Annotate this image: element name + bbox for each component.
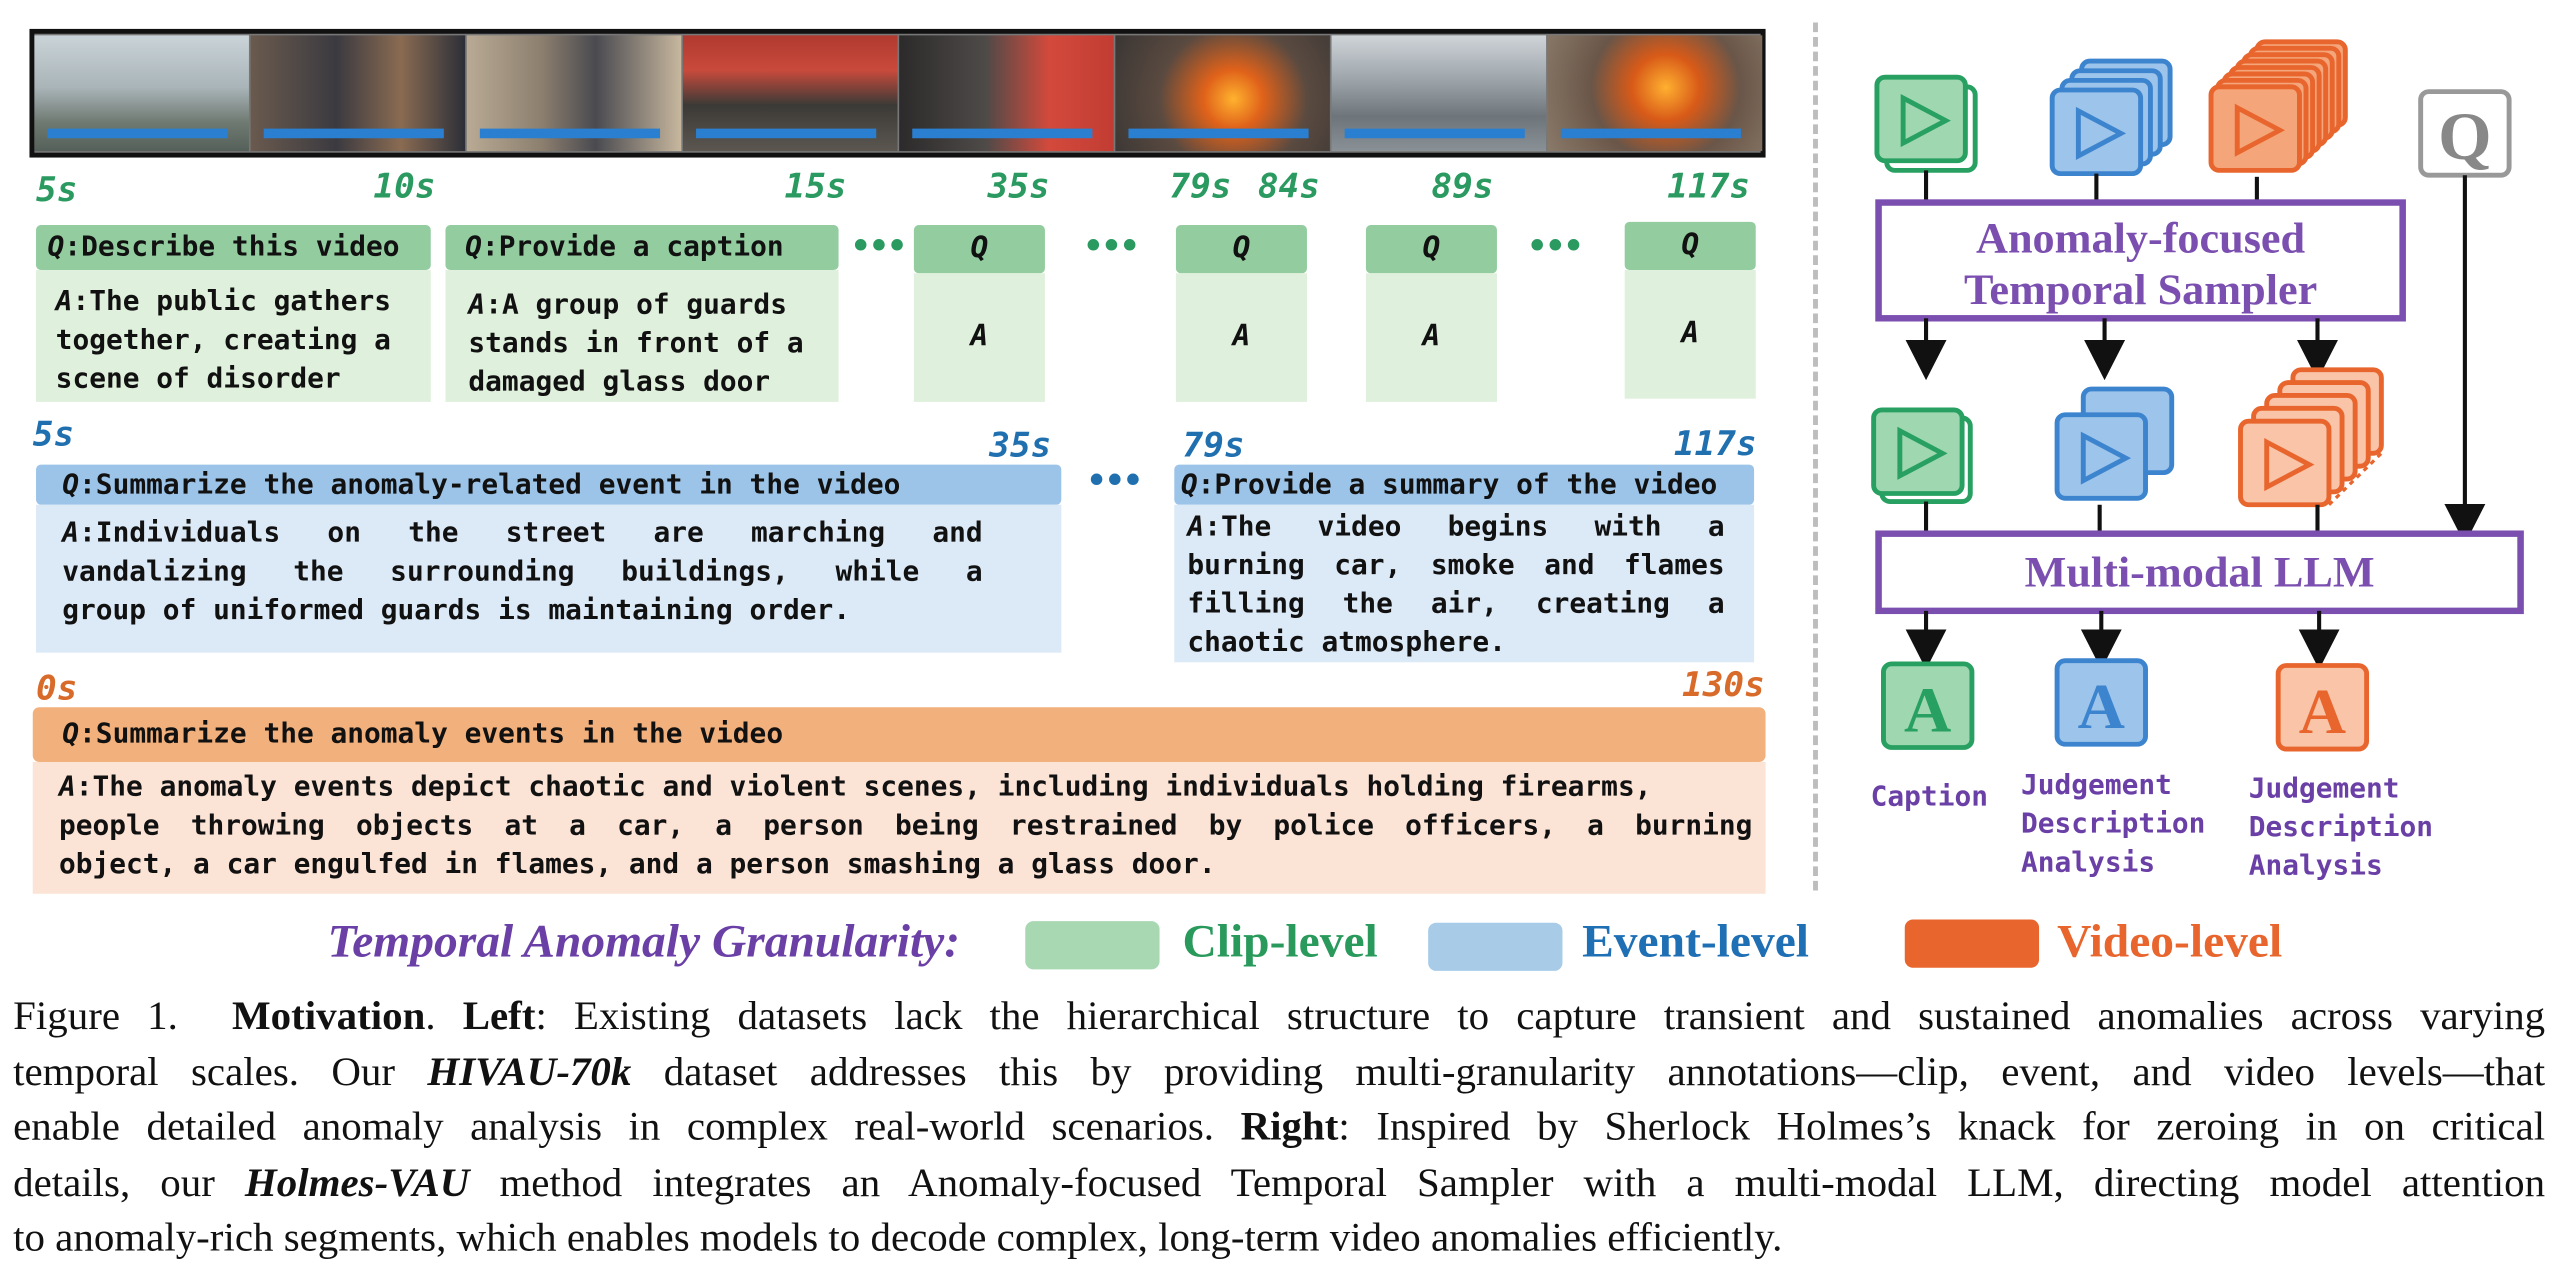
video-play-icon-input — [2208, 39, 2348, 173]
clip-qa-89s: Q A — [1365, 225, 1497, 402]
svg-text:A: A — [2299, 677, 2346, 748]
event-ellipsis: ••• — [1089, 456, 1144, 504]
svg-text:Q: Q — [2438, 99, 2492, 174]
output-label-video-1: Judgement — [2249, 772, 2400, 805]
legend-swatch-event — [1428, 922, 1563, 971]
legend-title: Temporal Anomaly Granularity: — [327, 916, 961, 968]
clip-play-icon-sampled — [1871, 407, 1973, 504]
video-frame-4 — [682, 35, 898, 152]
clip-time-79s: 79s — [1169, 167, 1232, 206]
event-play-icon-input — [2049, 58, 2173, 177]
svg-text:Anomaly-focused: Anomaly-focused — [1976, 215, 2305, 263]
output-label-event-1: Judgement — [2021, 768, 2172, 801]
output-label-event-3: Analysis — [2021, 846, 2155, 879]
legend-label-event: Event-level — [1582, 916, 1809, 968]
legend-swatch-clip — [1025, 921, 1160, 970]
clip-time-84s: 84s — [1257, 167, 1320, 206]
event-play-icon-sampled — [2054, 386, 2175, 501]
svg-text:A: A — [1904, 675, 1951, 746]
video-frame-7 — [1331, 35, 1547, 152]
clip-question-1: Q:Describe this video — [36, 225, 431, 271]
legend-swatch-video — [1904, 919, 2040, 968]
clip-answer-2: A:A group of guards stands in front of a… — [445, 270, 839, 402]
clip-time-10s: 10s — [373, 167, 436, 206]
clip-qa-79s: Q A — [1175, 225, 1307, 402]
event-time-35s: 35s — [989, 425, 1052, 465]
output-label-video-2: Description — [2249, 810, 2433, 843]
event-answer-box: A — [2054, 658, 2148, 747]
clip-time-117s: 117s — [1667, 167, 1751, 206]
holmes-vau-pipeline: Q Anomaly-focused Temporal Sampler — [1871, 39, 2524, 882]
multi-modal-llm: Multi-modal LLM — [1875, 530, 2524, 615]
video-frame-3 — [466, 35, 682, 152]
event-answer-1: A:Individuals on the street are marching… — [36, 504, 1062, 653]
output-label-video-3: Analysis — [2249, 849, 2383, 882]
video-frame-6 — [1115, 35, 1330, 152]
video-frame-2 — [250, 35, 466, 152]
panel-divider — [1813, 22, 1818, 891]
clip-time-15s: 15s — [784, 167, 847, 206]
anomaly-focused-temporal-sampler: Anomaly-focused Temporal Sampler — [1875, 199, 2406, 322]
svg-text:Temporal Sampler: Temporal Sampler — [1964, 266, 2317, 314]
video-frame-1 — [34, 35, 249, 152]
video-time-130s: 130s — [1682, 665, 1765, 705]
clip-time-89s: 89s — [1431, 167, 1494, 206]
clip-ellipsis-1: ••• — [853, 221, 908, 269]
clip-play-icon-input — [1874, 74, 1978, 173]
event-answer-2: A:The video begins with a burning car, s… — [1174, 504, 1755, 663]
clip-answer-box: A — [1881, 661, 1975, 750]
svg-text:A: A — [2078, 672, 2125, 743]
video-play-icon-sampled — [2238, 367, 2384, 508]
clip-qa-117s: Q A — [1624, 221, 1756, 399]
event-time-5s: 5s — [32, 414, 75, 454]
video-time-0s: 0s — [36, 668, 78, 708]
event-question-2: Q:Provide a summary of the video — [1174, 464, 1755, 505]
query-q-box: Q — [2418, 89, 2512, 178]
video-frame-8 — [1547, 35, 1763, 152]
clip-ellipsis-2: ••• — [1085, 221, 1141, 269]
clip-time-35s: 35s — [987, 167, 1050, 206]
event-time-117s: 117s — [1673, 424, 1757, 463]
video-answer: A:The anomaly events depict chaotic and … — [32, 761, 1766, 894]
figure-caption: Figure 1. Motivation. Left: Existing dat… — [13, 995, 2546, 1261]
clip-question-2: Q:Provide a caption — [445, 225, 839, 271]
clip-qa-35s: Q A — [913, 225, 1045, 402]
legend-label-clip: Clip-level — [1182, 916, 1378, 968]
clip-time-5s: 5s — [36, 170, 78, 209]
output-label-event-2: Description — [2021, 807, 2205, 840]
video-frame-5 — [899, 35, 1114, 152]
video-question: Q:Summarize the anomaly events in the vi… — [32, 707, 1766, 762]
event-time-79s: 79s — [1182, 425, 1245, 465]
event-question-1: Q:Summarize the anomaly-related event in… — [36, 464, 1062, 505]
output-label-caption: Caption — [1871, 780, 1988, 813]
legend-label-video: Video-level — [2057, 916, 2283, 968]
clip-ellipsis-3: ••• — [1529, 221, 1585, 269]
video-answer-box: A — [2275, 663, 2370, 752]
clip-answer-1: A:The public gathers together, creating … — [36, 270, 431, 402]
svg-text:Multi-modal LLM: Multi-modal LLM — [2025, 549, 2375, 597]
